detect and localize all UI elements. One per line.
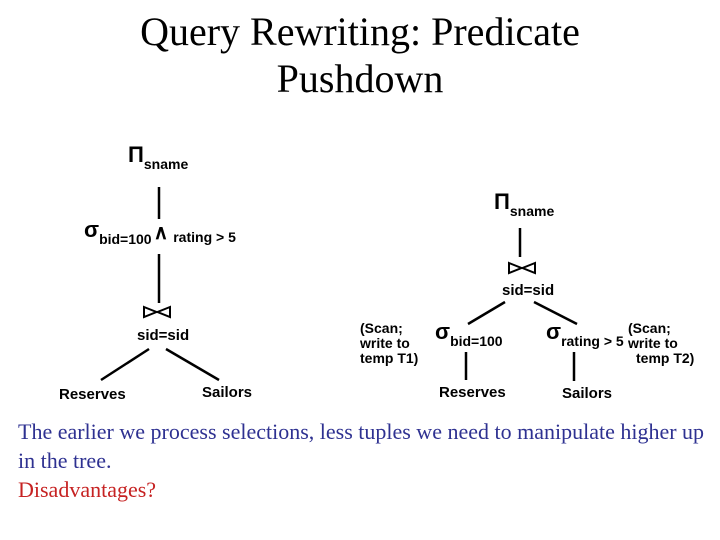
scan-note-t1: (Scan; write to temp T1) — [360, 321, 418, 366]
right-join-condition: sid=sid — [502, 282, 555, 299]
selection-symbol: σ — [546, 319, 562, 344]
join-bowtie-icon — [143, 305, 171, 319]
right-tree-leaf-sailors: Sailors — [562, 385, 613, 402]
scan-note-line: write to — [360, 335, 410, 351]
selection-subscript: rating > 5 — [561, 333, 624, 349]
left-selection-node: σbid=100∧rating > 5 — [84, 217, 236, 247]
selection-condition-2: rating > 5 — [173, 229, 236, 245]
projection-subscript: sname — [143, 156, 189, 172]
scan-note-line: temp T1) — [360, 350, 419, 366]
right-tree-leaf-reserves: Reserves — [439, 384, 506, 401]
projection-subscript: sname — [509, 203, 555, 219]
right-selection-rating-node: σrating > 5 — [546, 319, 624, 349]
left-join-condition: sid=sid — [137, 327, 190, 344]
left-tree-leaf-reserves: Reserves — [59, 386, 126, 403]
right-projection-node: Πsname — [494, 189, 554, 219]
selection-subscript: bid=100 — [450, 333, 503, 349]
projection-symbol: Π — [494, 189, 510, 214]
tree-edge — [100, 347, 150, 382]
question-text: Disadvantages? — [18, 477, 157, 502]
scan-note-line: write to — [628, 335, 678, 351]
left-tree-leaf-sailors: Sailors — [202, 384, 253, 401]
tree-edge — [165, 347, 220, 382]
observation-text: The earlier we process selections, less … — [18, 419, 705, 473]
slide-notes: The earlier we process selections, less … — [18, 417, 712, 504]
page-title: Query Rewriting: Predicate Pushdown — [0, 8, 720, 102]
join-bowtie-icon — [508, 261, 536, 275]
left-projection-node: Πsname — [128, 142, 188, 172]
right-selection-bid-node: σbid=100 — [435, 319, 503, 349]
scan-note-t2: (Scan; write to temp T2) — [628, 321, 694, 366]
selection-symbol: σ — [435, 319, 451, 344]
projection-symbol: Π — [128, 142, 144, 167]
scan-note-line: (Scan; — [628, 320, 671, 336]
scan-note-line: (Scan; — [360, 320, 403, 336]
logical-and-symbol: ∧ — [153, 222, 169, 244]
selection-subscript: bid=100 — [99, 231, 152, 247]
scan-note-line: temp T2) — [636, 350, 695, 366]
page-title-text: Query Rewriting: Predicate Pushdown — [140, 9, 580, 101]
selection-symbol: σ — [84, 217, 100, 242]
